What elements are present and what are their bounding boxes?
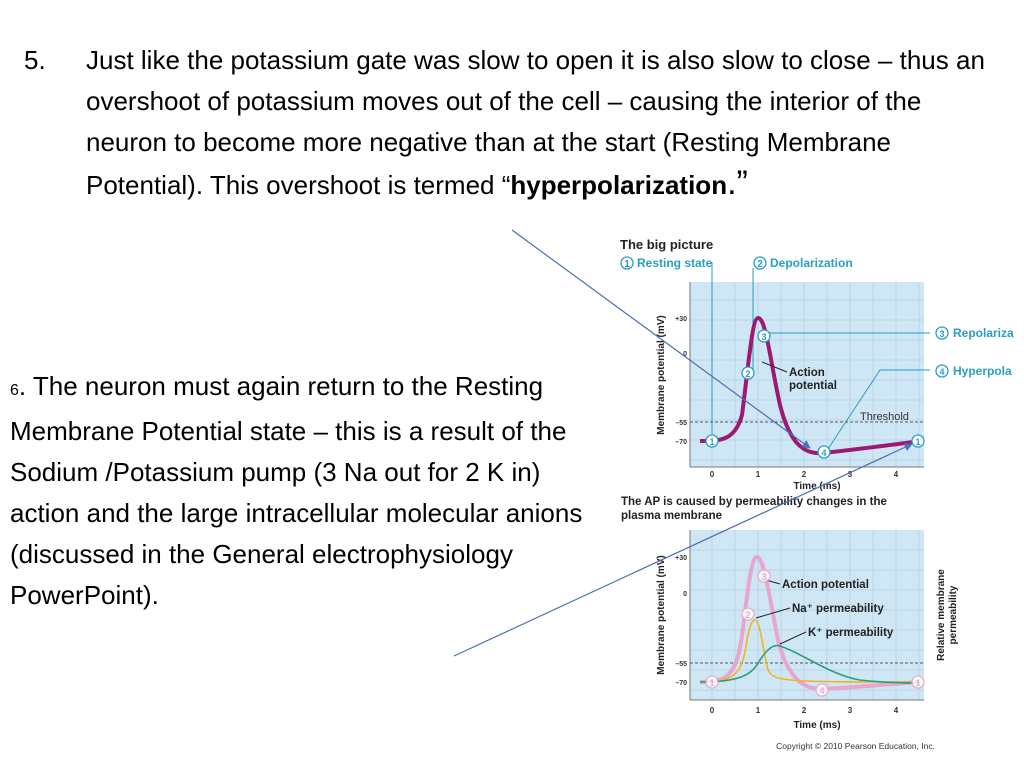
svg-text:1: 1 bbox=[915, 437, 920, 447]
top-figure-title: The big picture bbox=[620, 237, 713, 252]
top-xtick-0: 0 bbox=[710, 470, 715, 479]
paragraph-6-text: . The neuron must again return to the Re… bbox=[10, 371, 583, 610]
paragraph-5: 5. Just like the potassium gate was slow… bbox=[24, 40, 1004, 206]
svg-text:2: 2 bbox=[745, 369, 750, 379]
svg-text:3: 3 bbox=[761, 572, 766, 582]
top-xaxis-label: Time (ms) bbox=[793, 481, 840, 492]
bottom-ytick-70: –70 bbox=[675, 680, 687, 687]
repolarization-label: Repolariza bbox=[953, 326, 1014, 340]
svg-text:1: 1 bbox=[915, 678, 920, 688]
top-xtick-4: 4 bbox=[894, 470, 899, 479]
svg-text:3: 3 bbox=[939, 329, 944, 339]
bottom-xtick-1: 1 bbox=[756, 706, 761, 715]
svg-text:4: 4 bbox=[939, 367, 944, 377]
bottom-xtick-4: 4 bbox=[894, 706, 899, 715]
bottom-xtick-2: 2 bbox=[802, 706, 807, 715]
svg-text:4: 4 bbox=[819, 686, 824, 696]
bottom-step-markers: 1 2 3 4 1 bbox=[705, 569, 925, 697]
k-legend-label: K⁺ permeability bbox=[808, 627, 894, 639]
copyright-notice: Copyright © 2010 Pearson Education, Inc. bbox=[776, 741, 935, 751]
depolarization-label: Depolarization bbox=[770, 256, 853, 270]
bottom-yaxis-label: Membrane potential (mV) bbox=[656, 555, 667, 674]
step-3-callout: 3 Repolariza bbox=[935, 326, 1014, 340]
resting-state-label: Resting state bbox=[637, 256, 713, 270]
paragraph-6-number: 6 bbox=[10, 382, 19, 399]
bottom-ap-curve bbox=[699, 554, 921, 692]
top-ytick-30: +30 bbox=[675, 316, 687, 323]
top-step-markers: 1 2 3 4 1 bbox=[705, 329, 925, 459]
svg-text:2: 2 bbox=[757, 259, 763, 270]
paragraph-5-end: .” bbox=[727, 164, 748, 202]
top-ytick-0: 0 bbox=[683, 351, 687, 358]
resting-pointer-arrow bbox=[453, 443, 913, 657]
top-ytick-70: –70 bbox=[675, 439, 687, 446]
threshold-label: Threshold bbox=[860, 411, 909, 423]
paragraph-5-body: Just like the potassium gate was slow to… bbox=[86, 45, 985, 200]
top-ytick-55: –55 bbox=[675, 420, 687, 427]
bottom-ytick-30: +30 bbox=[675, 555, 687, 562]
step-2-callout: 2 Depolarization bbox=[753, 256, 853, 270]
svg-text:4: 4 bbox=[821, 448, 826, 458]
svg-text:3: 3 bbox=[761, 332, 766, 342]
bottom-xtick-0: 0 bbox=[710, 706, 715, 715]
action-potential-curve bbox=[699, 315, 921, 456]
top-xtick-1: 1 bbox=[756, 470, 761, 479]
na-legend-label: Na⁺ permeability bbox=[792, 603, 884, 615]
top-yaxis-label: Membrane potential (mV) bbox=[656, 315, 667, 434]
na-permeability-curve bbox=[699, 619, 921, 683]
step-4-callout: 4 Hyperpola bbox=[935, 364, 1012, 378]
bottom-ytick-55: –55 bbox=[675, 661, 687, 668]
bottom-plot-area bbox=[690, 530, 924, 700]
svg-text:1: 1 bbox=[709, 437, 714, 447]
paragraph-6: 6. The neuron must again return to the R… bbox=[10, 366, 610, 616]
hyperpolarization-term: hyperpolarization bbox=[510, 170, 728, 200]
right-yaxis-label-line1: Relative membrane bbox=[936, 569, 947, 661]
hyperpolarization-label: Hyperpola bbox=[953, 364, 1012, 378]
k-permeability-curve bbox=[699, 644, 921, 684]
action-label-line2: potential bbox=[789, 380, 837, 392]
bottom-figure-title-line2: plasma membrane bbox=[621, 510, 722, 522]
right-yaxis-label-line2: permeability bbox=[948, 585, 959, 644]
bottom-figure-title-line1: The AP is caused by permeability changes… bbox=[621, 496, 887, 508]
svg-text:2: 2 bbox=[745, 610, 750, 620]
svg-text:1: 1 bbox=[709, 678, 714, 688]
top-xtick-2: 2 bbox=[802, 470, 807, 479]
top-xtick-3: 3 bbox=[848, 470, 853, 479]
bottom-xtick-3: 3 bbox=[848, 706, 853, 715]
bottom-ytick-0: 0 bbox=[683, 591, 687, 598]
step-1-callout: 1 Resting state bbox=[620, 256, 713, 270]
paragraph-5-text: Just like the potassium gate was slow to… bbox=[86, 40, 1004, 206]
bottom-xaxis-label: Time (ms) bbox=[793, 720, 840, 731]
action-label-line1: Action bbox=[789, 367, 825, 379]
ap-legend-label: Action potential bbox=[782, 579, 869, 591]
paragraph-5-number: 5. bbox=[24, 45, 46, 75]
hyperpolarization-callout-line bbox=[825, 369, 930, 453]
hyperpolarization-pointer-arrow bbox=[511, 229, 811, 449]
svg-text:1: 1 bbox=[624, 259, 630, 270]
